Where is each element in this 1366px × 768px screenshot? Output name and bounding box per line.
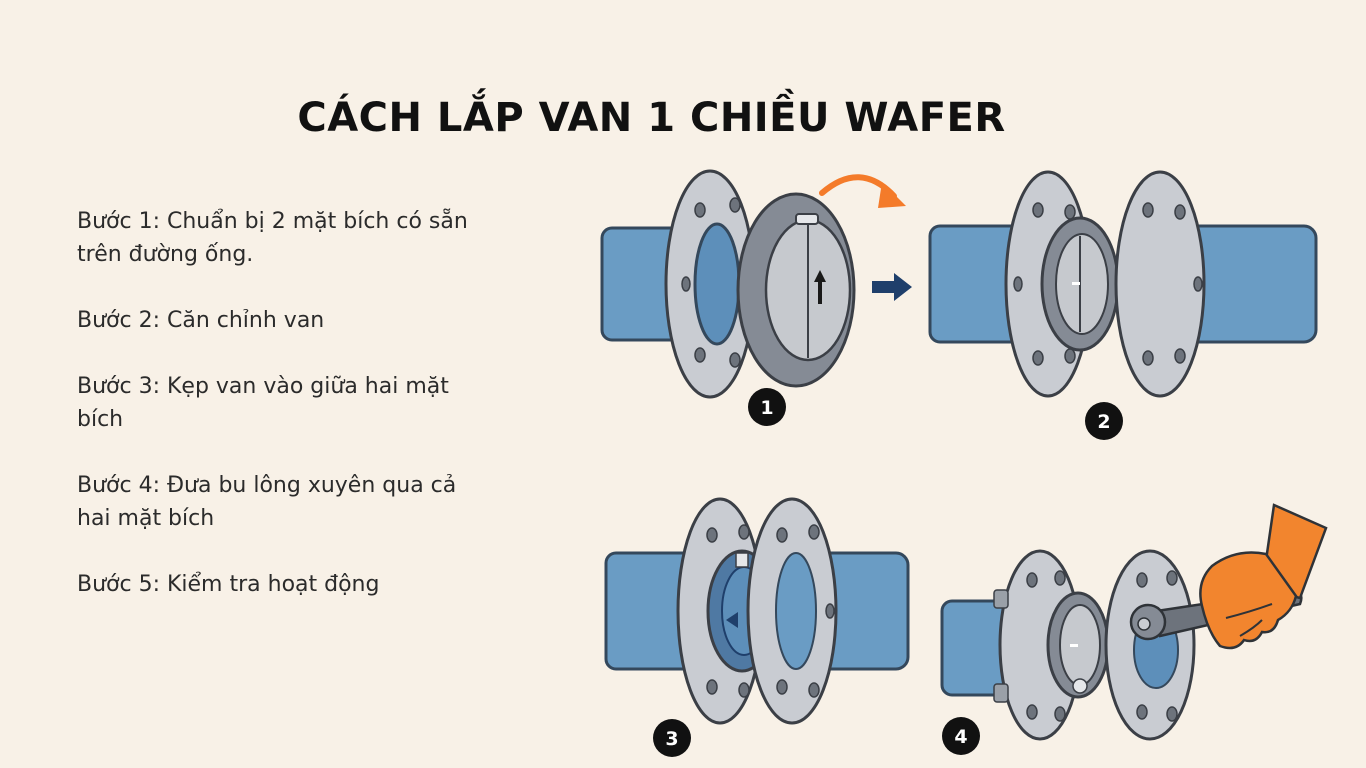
step-list: Bước 1: Chuẩn bị 2 mặt bích có sẵn trên …: [77, 205, 477, 634]
flange-bore: [775, 552, 817, 670]
valve-disc: [1055, 233, 1109, 335]
badge-1-label: 1: [760, 397, 773, 419]
bolt-nut: [993, 589, 1009, 609]
step-3-illustration: 3: [604, 497, 910, 757]
right-arrow-icon: [872, 273, 912, 301]
valve-tab: [735, 552, 749, 568]
badge-2-label: 2: [1097, 411, 1110, 433]
page-title: CÁCH LẮP VAN 1 CHIỀU WAFER: [297, 95, 1006, 141]
bolt-nut: [1072, 678, 1088, 694]
step-5-text: Bước 5: Kiểm tra hoạt động: [77, 572, 380, 597]
step-1-text: Bước 1: Chuẩn bị 2 mặt bích có sẵn trên …: [77, 209, 468, 267]
badge-3: [653, 719, 691, 757]
step-2-illustration: 2: [928, 170, 1318, 440]
step-1-illustration: 1: [600, 169, 912, 426]
step-4-text: Bước 4: Đưa bu lông xuyên qua cả hai mặt…: [77, 473, 457, 531]
flange-bore: [693, 222, 741, 346]
step-4-illustration: 4: [940, 503, 1328, 755]
step-3-text: Bước 3: Kẹp van vào giữa hai mặt bích: [77, 374, 449, 432]
valve-disc: [1059, 604, 1101, 686]
valve-mark: [1072, 282, 1080, 285]
badge-2: [1085, 402, 1123, 440]
flow-arrow-icon: [814, 270, 826, 304]
step-2-text: Bước 2: Căn chỉnh van: [77, 308, 325, 333]
flange-bolt-holes: [706, 524, 835, 698]
badge-1: [748, 388, 786, 426]
valve-tab: [795, 213, 819, 225]
badge-3-label: 3: [665, 728, 678, 750]
flange-bolt-holes: [1026, 570, 1178, 722]
glove-hand-icon: [1199, 503, 1328, 650]
valve-mark: [1070, 644, 1078, 647]
flow-arrow-icon: [726, 612, 738, 628]
flange-bolt-holes: [681, 197, 741, 368]
flange-right: [1114, 170, 1206, 398]
badge-4-label: 4: [954, 726, 967, 748]
badge-4: [942, 717, 980, 755]
curved-arrow-head: [878, 182, 906, 208]
flange-bolt-holes: [1013, 202, 1203, 366]
bolt-nut: [993, 683, 1009, 703]
